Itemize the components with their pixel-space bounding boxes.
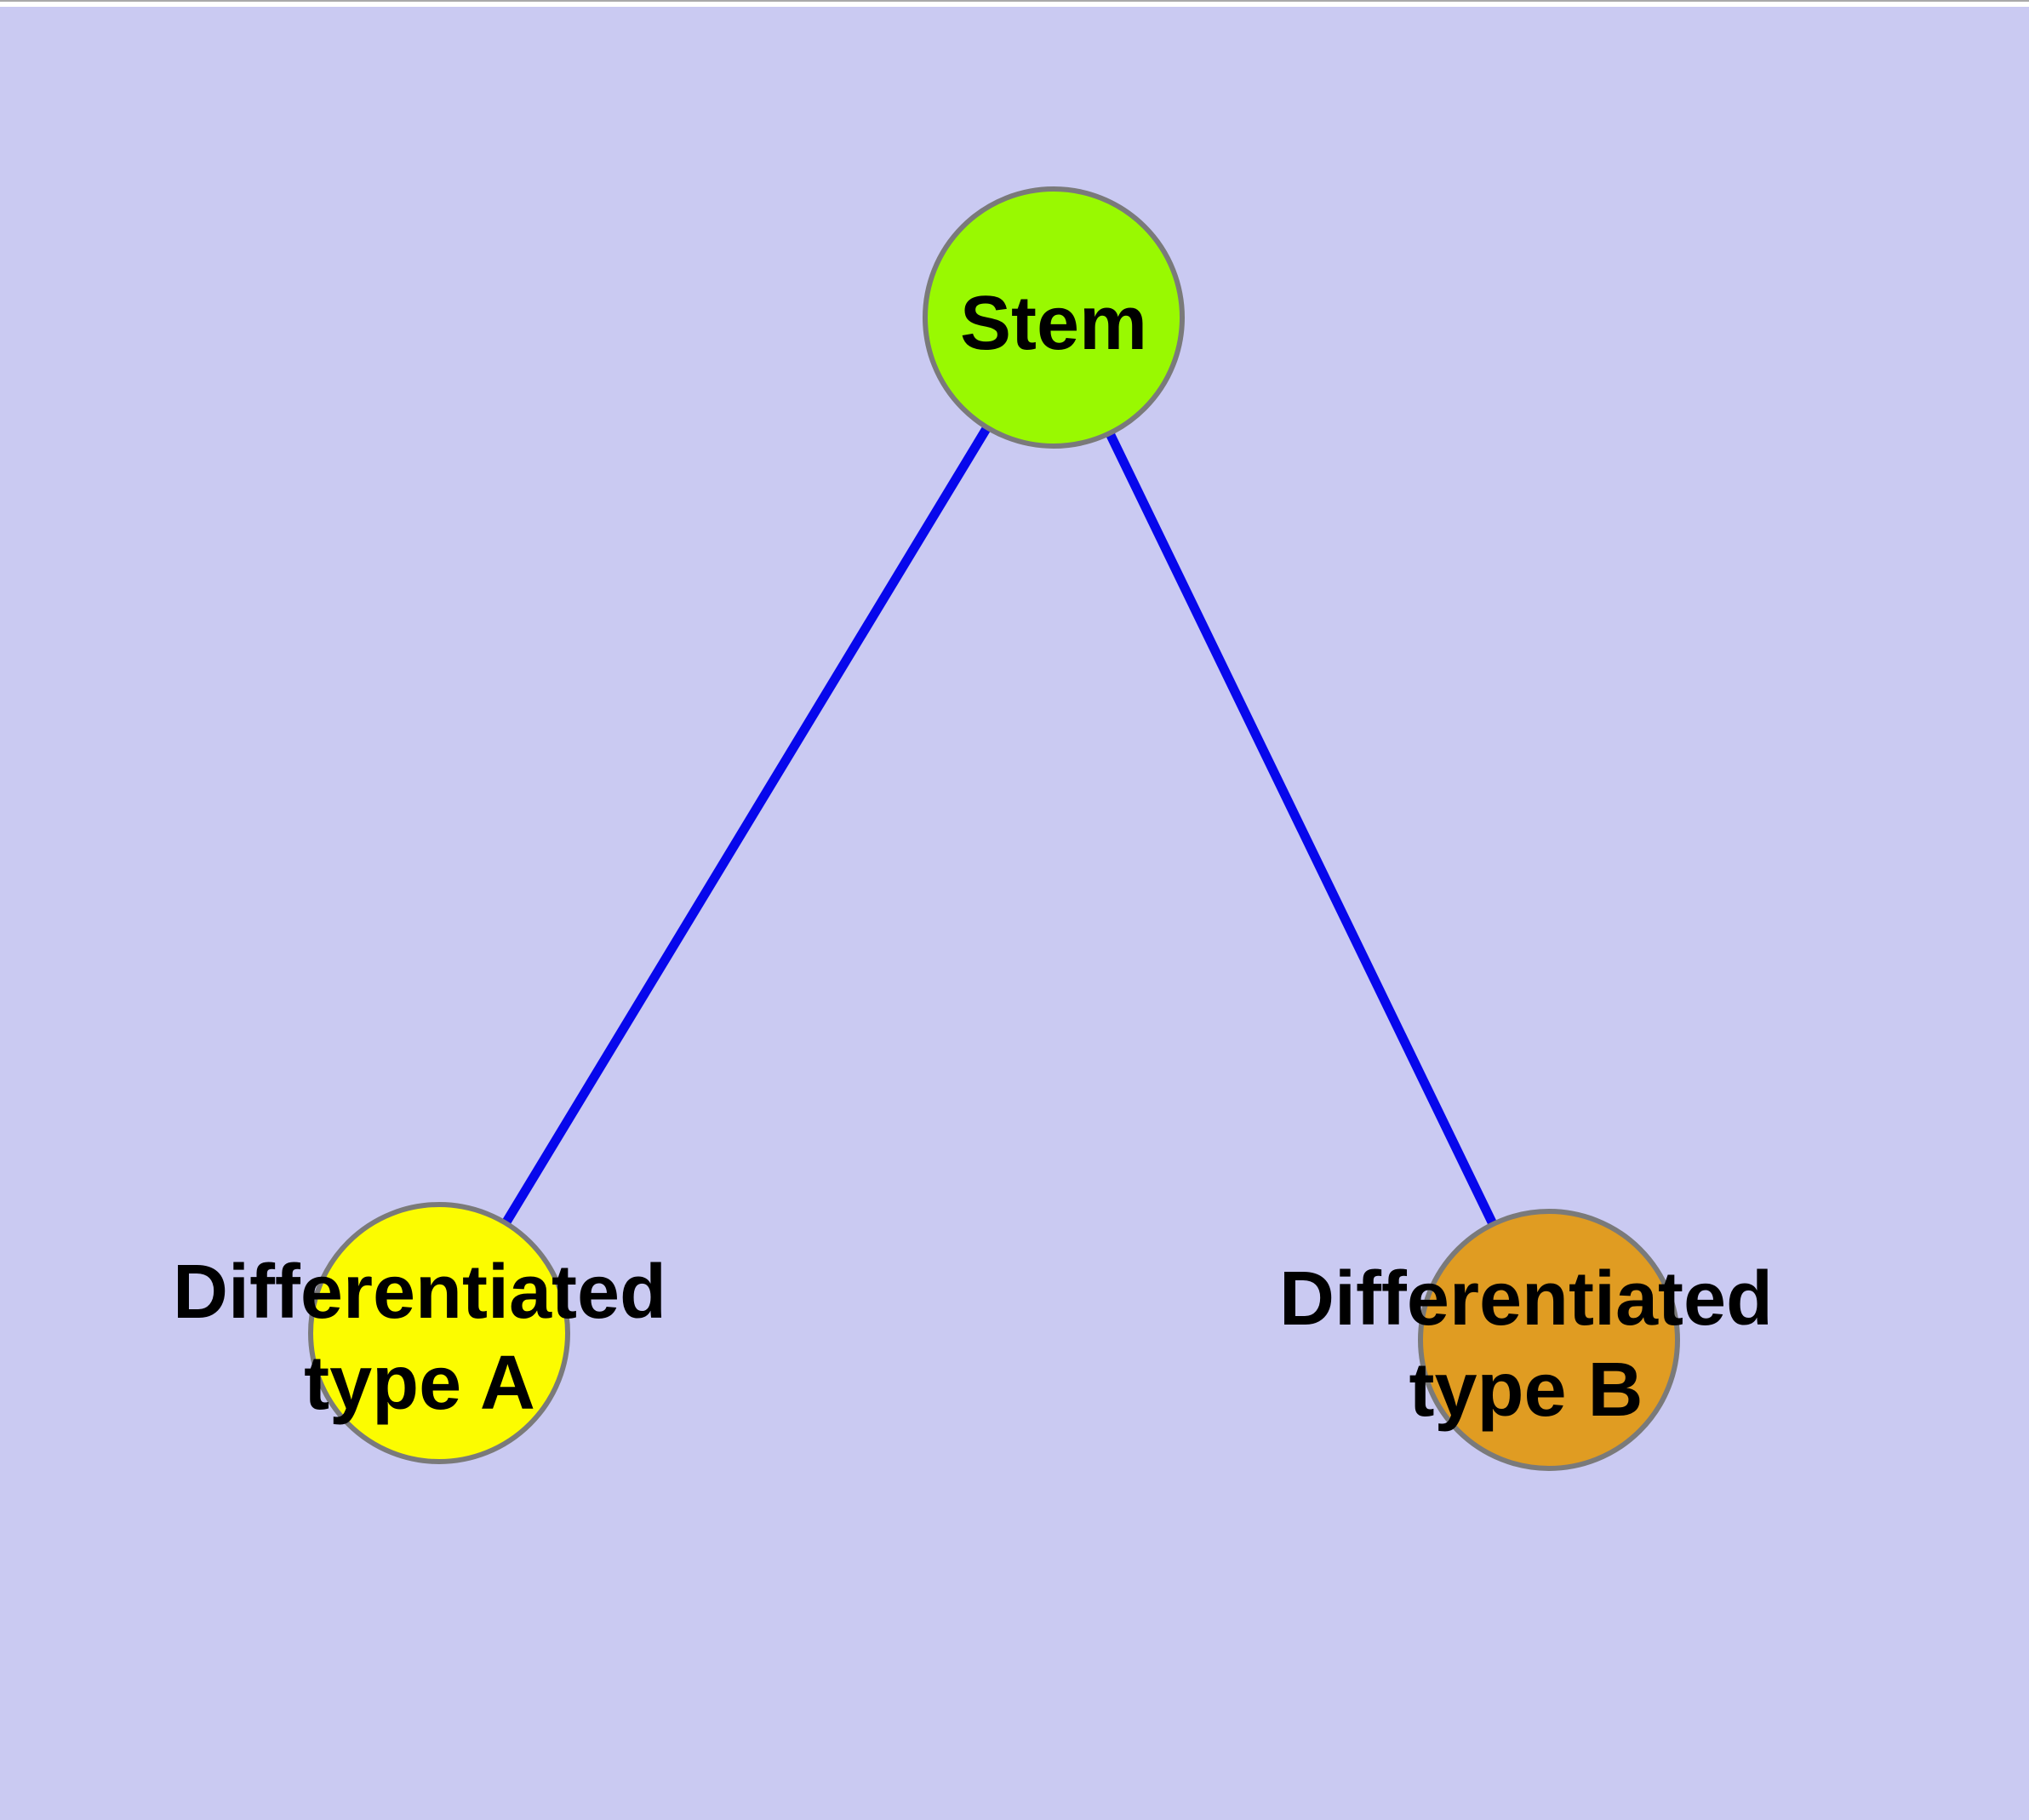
node-differentiated-type-b — [1418, 1209, 1680, 1471]
node-label-line-stem-0: Stem — [960, 281, 1147, 366]
node-label-line-differentiated-type-a-1: type A — [304, 1341, 535, 1426]
node-label-line-differentiated-type-b-1: type B — [1409, 1348, 1643, 1433]
edge-stem-to-differentiated-type-a — [435, 315, 1058, 1336]
node-label-stem: Stem — [960, 281, 1147, 366]
node-label-line-differentiated-type-a-0: Differentiated — [173, 1250, 666, 1335]
edge-stem-to-differentiated-type-b — [1049, 315, 1553, 1342]
window-top-edge — [0, 0, 2029, 7]
node-differentiated-type-a — [308, 1202, 570, 1464]
node-label-line-differentiated-type-b-0: Differentiated — [1279, 1256, 1773, 1342]
node-stem — [923, 186, 1185, 449]
